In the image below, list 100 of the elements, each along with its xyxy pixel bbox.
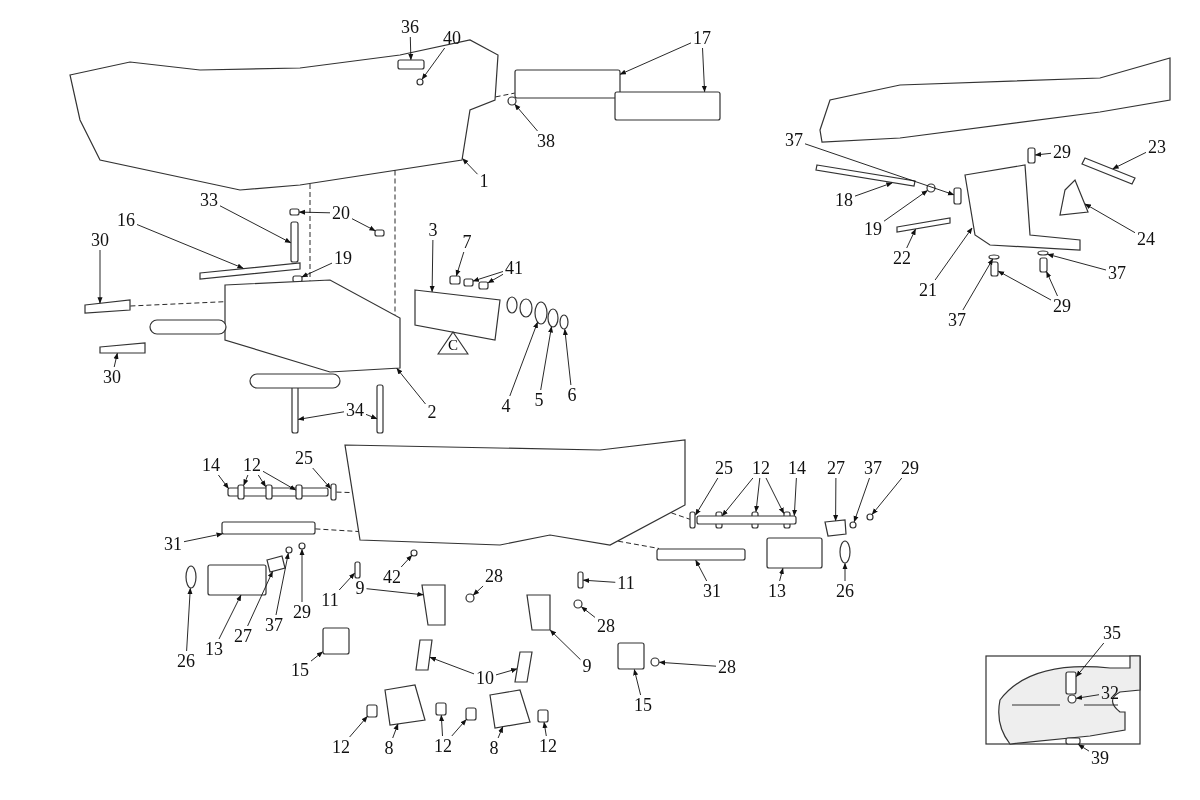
bolt <box>376 384 384 434</box>
callout-number: 30 <box>90 231 110 249</box>
bolt <box>990 261 999 277</box>
latch <box>489 689 531 729</box>
callout-number: 41 <box>504 259 524 277</box>
callout-number: 4 <box>500 397 512 415</box>
nut <box>650 657 660 667</box>
piston-rod <box>249 373 341 389</box>
tapered-pin <box>84 299 131 314</box>
callout-number: 29 <box>900 459 920 477</box>
callout-number: 17 <box>692 29 712 47</box>
pin <box>1081 157 1136 185</box>
callout-number: 11 <box>616 574 636 592</box>
bolt <box>290 221 299 263</box>
block <box>617 642 645 670</box>
callout-number: 9 <box>354 579 366 597</box>
shaft <box>696 515 797 525</box>
washer <box>849 521 857 529</box>
nut <box>374 229 385 237</box>
seal-ring <box>559 314 569 330</box>
callout-number: 10 <box>475 669 495 687</box>
assembly-centerline <box>314 528 359 532</box>
ball <box>1067 694 1077 704</box>
screw <box>866 513 874 521</box>
callout-number: 36 <box>400 18 420 36</box>
seal-ring <box>547 308 559 328</box>
callout-number: 12 <box>751 459 771 477</box>
spring-clip <box>1059 178 1089 216</box>
retaining-ring <box>839 540 851 564</box>
washer <box>988 254 1000 260</box>
callout-number: 8 <box>488 739 500 757</box>
callout-number: 23 <box>1147 138 1167 156</box>
callout-number: 12 <box>538 737 558 755</box>
callout-number: 24 <box>1136 230 1156 248</box>
callout-number: 12 <box>331 738 351 756</box>
callout-number: 28 <box>596 617 616 635</box>
bolt <box>953 187 962 205</box>
screw <box>410 549 418 557</box>
nut <box>573 599 583 609</box>
screw <box>416 78 424 86</box>
callout-number: 27 <box>826 459 846 477</box>
pin <box>514 69 621 99</box>
clip <box>824 519 847 537</box>
callout-number: 7 <box>461 233 473 251</box>
sleeve <box>766 537 823 569</box>
cover-plate <box>414 289 501 341</box>
callout-number: 5 <box>533 391 545 409</box>
view-marker: C <box>437 331 469 355</box>
screw <box>507 96 517 106</box>
callout-number: 37 <box>947 311 967 329</box>
callout-number: 12 <box>433 737 453 755</box>
callout-number: 27 <box>233 627 253 645</box>
callout-number: 9 <box>581 657 593 675</box>
callout-number: 33 <box>199 191 219 209</box>
callout-number: 3 <box>427 221 439 239</box>
callout-number: 25 <box>294 449 314 467</box>
callout-number: 12 <box>242 456 262 474</box>
callout-number: 26 <box>835 582 855 600</box>
latch <box>384 684 426 726</box>
callout-number: 1 <box>478 172 490 190</box>
cotter-pin <box>689 511 696 529</box>
cotter-pin <box>330 483 337 501</box>
assembly-centerline <box>309 183 311 281</box>
bushing <box>295 484 303 500</box>
name-plate <box>397 59 425 70</box>
callout-number: 39 <box>1090 749 1110 767</box>
fitting <box>449 275 461 285</box>
spring <box>514 651 533 683</box>
callout-number: 8 <box>383 739 395 757</box>
callout-number: 13 <box>204 640 224 658</box>
body-casting <box>344 439 686 546</box>
callout-number: 37 <box>784 131 804 149</box>
callout-number: 42 <box>382 568 402 586</box>
nut <box>926 183 936 193</box>
callout-number: 26 <box>176 652 196 670</box>
callout-number: 35 <box>1102 624 1122 642</box>
tapered-pin <box>99 342 146 354</box>
bushing <box>435 702 447 716</box>
fitting <box>463 278 474 287</box>
sleeve <box>207 564 267 596</box>
callout-number: 14 <box>787 459 807 477</box>
callout-number: 37 <box>1107 264 1127 282</box>
callout-number: 18 <box>834 191 854 209</box>
washer <box>285 546 293 554</box>
bolt <box>1039 257 1048 273</box>
callout-number: 19 <box>863 220 883 238</box>
callout-number: 31 <box>163 535 183 553</box>
callout-number: 32 <box>1100 684 1120 702</box>
nut <box>465 593 475 603</box>
callout-number: 11 <box>320 591 340 609</box>
callout-number: 14 <box>201 456 221 474</box>
callout-number: 28 <box>484 567 504 585</box>
rod <box>896 217 951 233</box>
rod <box>221 521 316 535</box>
assembly-centerline <box>495 92 516 98</box>
piston-rod <box>149 319 227 335</box>
callout-number: 15 <box>290 661 310 679</box>
callout-number: 34 <box>345 401 365 419</box>
rod <box>199 262 301 280</box>
callout-number: 13 <box>767 582 787 600</box>
